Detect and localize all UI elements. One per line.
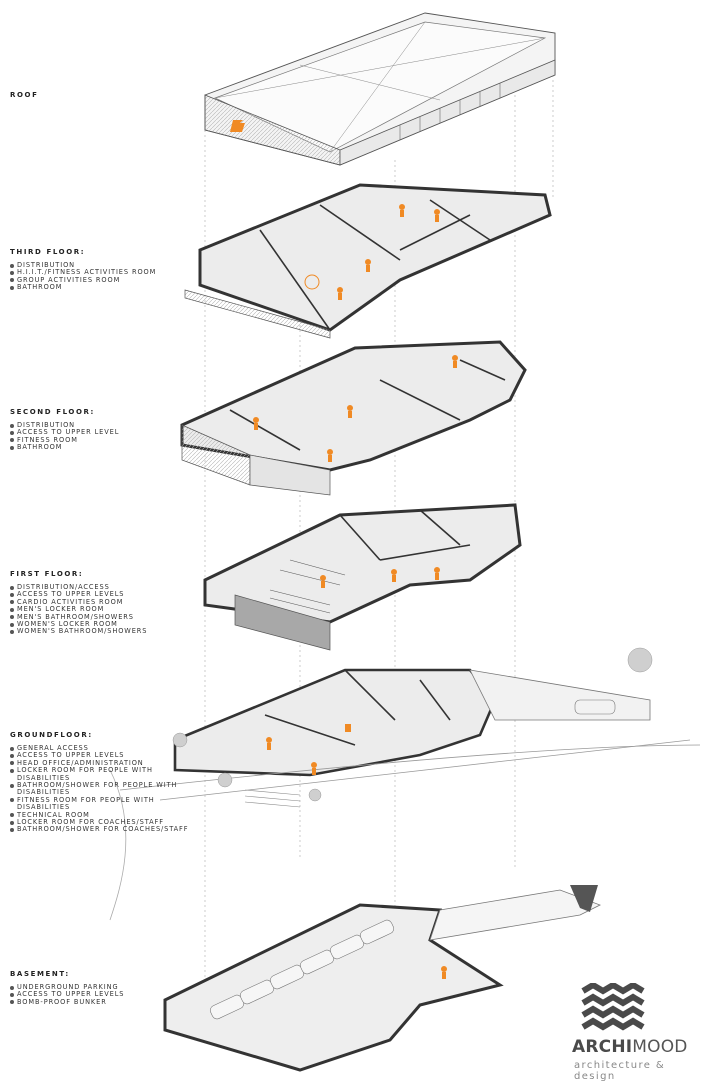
first-floor-plan	[203, 503, 522, 651]
second-floor-plan	[180, 340, 527, 496]
groundfloor-stairs	[244, 789, 301, 808]
list-item: ACCESS TO UPPER LEVELS	[10, 990, 200, 998]
list-item: BATHROOM	[10, 283, 200, 291]
second-floor-people	[253, 355, 458, 462]
floor-title: THIRD FLOOR:	[10, 248, 86, 256]
list-item: GROUP ACTIVITIES ROOM	[10, 276, 200, 284]
list-item: MEN'S BATHROOM/SHOWERS	[10, 613, 200, 621]
list-item: MEN'S LOCKER ROOM	[10, 605, 200, 613]
list-item: DISTRIBUTION	[10, 261, 200, 269]
parked-cars	[209, 919, 395, 1020]
floor-title: SECOND FLOOR:	[10, 408, 95, 416]
floor-label-basement: BASEMENT: UNDERGROUND PARKING ACCESS TO …	[10, 970, 200, 1006]
list-item: DISTRIBUTION/ACCESS	[10, 583, 200, 591]
list-item: UNDERGROUND PARKING	[10, 983, 200, 991]
floor-label-roof: ROOF	[10, 91, 200, 105]
floor-label-ground: GROUNDFLOOR: GENERAL ACCESS ACCESS TO UP…	[10, 731, 195, 834]
brand-b-icon	[230, 120, 245, 132]
third-floor-people	[304, 204, 440, 300]
list-item: WOMEN'S LOCKER ROOM	[10, 620, 200, 628]
list-item: ACCESS TO UPPER LEVELS	[10, 751, 195, 759]
list-item: BATHROOM/SHOWER FOR COACHES/STAFF	[10, 826, 195, 833]
first-floor-people	[320, 567, 440, 588]
floor-label-first: FIRST FLOOR: DISTRIBUTION/ACCESS ACCESS …	[10, 570, 200, 636]
brand-tagline: architecture & design	[574, 1060, 666, 1082]
list-item: BATHROOM	[10, 443, 200, 451]
list-item: BATHROOM/SHOWER FOR PEOPLE WITH DISABILI…	[10, 781, 195, 797]
brand-name: ARCHIMOOD	[572, 1037, 688, 1057]
list-item: LOCKER ROOM FOR COACHES/STAFF	[10, 818, 195, 826]
list-item: H.I.I.T./FITNESS ACTIVITIES ROOM	[10, 268, 200, 276]
floor-label-second: SECOND FLOOR: DISTRIBUTION ACCESS TO UPP…	[10, 408, 200, 452]
list-item: FITNESS ROOM	[10, 436, 200, 444]
list-item: LOCKER ROOM FOR PEOPLE WITH DISABILITIES	[10, 767, 195, 782]
list-item: GENERAL ACCESS	[10, 744, 195, 752]
list-item: HEAD OFFICE/ADMINISTRATION	[10, 759, 195, 767]
list-item: TECHNICAL ROOM	[10, 811, 195, 819]
list-item: BOMB-PROOF BUNKER	[10, 998, 200, 1006]
basement-plan	[163, 885, 601, 1072]
trees	[172, 647, 653, 802]
list-item: DISTRIBUTION	[10, 421, 200, 429]
list-item: ACCESS TO UPPER LEVEL	[10, 428, 200, 436]
roof-volume	[204, 12, 556, 166]
third-floor-plan	[184, 183, 552, 339]
archimood-wave-logo-icon	[581, 983, 645, 1031]
floor-label-third: THIRD FLOOR: DISTRIBUTION H.I.I.T./FITNE…	[10, 248, 200, 292]
floor-title: ROOF	[10, 91, 39, 99]
list-item: FITNESS ROOM FOR PEOPLE WITH DISABILITIE…	[10, 796, 195, 812]
list-item: CARDIO ACTIVITIES ROOM	[10, 598, 200, 606]
floor-title: GROUNDFLOOR:	[10, 731, 93, 739]
list-item: WOMEN'S BATHROOM/SHOWERS	[10, 628, 200, 635]
groundfloor-plan	[109, 647, 701, 921]
list-item: ACCESS TO UPPER LEVELS	[10, 590, 200, 598]
car	[574, 699, 616, 715]
floor-title: FIRST FLOOR:	[10, 570, 84, 578]
floor-title: BASEMENT:	[10, 970, 70, 978]
groundfloor-people	[266, 724, 351, 775]
